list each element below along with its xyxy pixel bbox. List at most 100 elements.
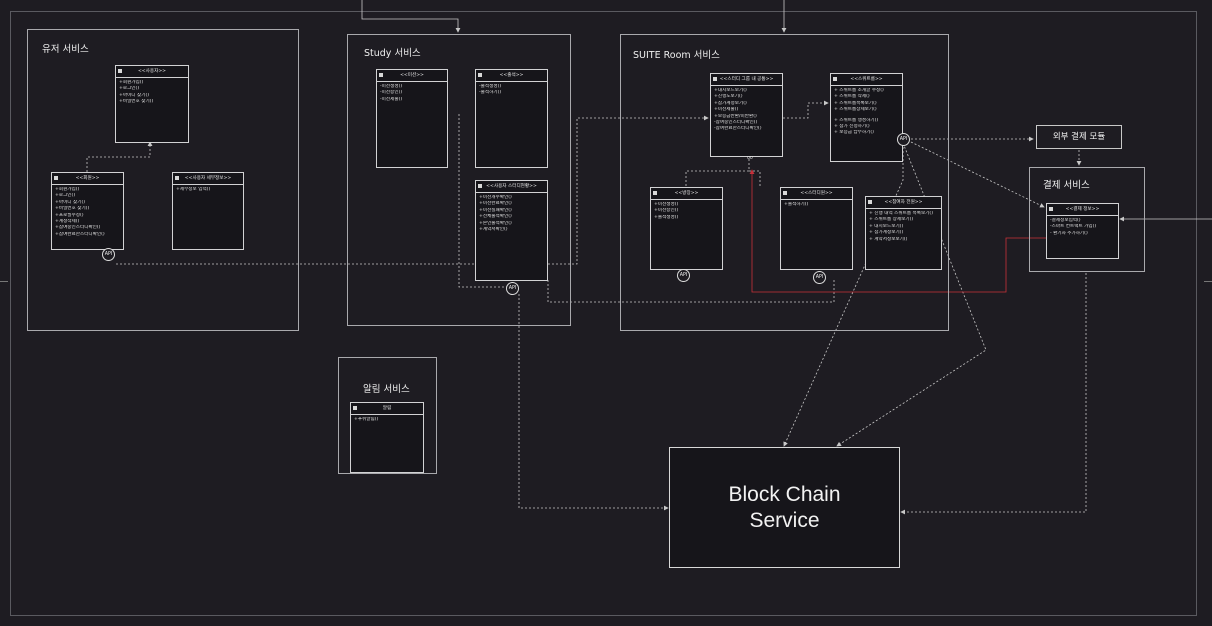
method-row: +회원가입() bbox=[55, 187, 80, 192]
method-row: -참여완료한스터디확인() bbox=[714, 126, 762, 132]
method-row: +미션제출() bbox=[714, 107, 739, 113]
class-icon bbox=[783, 191, 787, 195]
method-row: +회원가입() bbox=[119, 80, 144, 85]
class-icon bbox=[713, 77, 717, 81]
class-group-common: <<스터디 그룹 내 공통>> +대시보드보기() +진행도보기() +참가계정… bbox=[710, 73, 783, 157]
class-icon bbox=[653, 191, 657, 195]
connector-common-suite bbox=[783, 100, 829, 119]
method-row: +로그인() bbox=[119, 86, 140, 92]
method-row: +출석생성() bbox=[654, 214, 679, 220]
class-user-actor-header: <<사용자>> bbox=[116, 66, 188, 78]
api-endpoint-user[interactable]: API bbox=[102, 248, 115, 261]
method-row: + 참가 신청하기() bbox=[834, 124, 870, 130]
method-row: +프로필수정() bbox=[55, 212, 84, 218]
external-payment-label: 외부 결제 모듈 bbox=[1052, 132, 1106, 142]
connector-payment-highlight bbox=[749, 169, 1046, 293]
method-row: + 진행 내역 스위트룸 목록보기() bbox=[869, 211, 933, 216]
class-mission-header: <<미션>> bbox=[377, 70, 447, 82]
method-row: +본인출석확인() bbox=[479, 220, 512, 226]
api-endpoint-study[interactable]: API bbox=[506, 282, 519, 295]
class-icon bbox=[868, 200, 872, 204]
class-icon bbox=[118, 69, 122, 73]
method-row: + 스위트룸 상세보기() bbox=[869, 217, 914, 223]
method-row: +미션완료확인() bbox=[479, 201, 512, 207]
class-group-common-header: <<스터디 그룹 내 공통>> bbox=[711, 74, 782, 86]
study-service-title: Study 서비스 bbox=[364, 48, 421, 59]
class-attendance-header: <<출석>> bbox=[476, 70, 547, 82]
method-row: +아이디 찾기() bbox=[55, 199, 86, 205]
connector-study-loop bbox=[458, 113, 512, 288]
method-row: +미션실패확인() bbox=[479, 207, 512, 213]
method-row: -미션제출() bbox=[380, 96, 403, 102]
method-row: +참여중인스터디확인() bbox=[55, 225, 101, 231]
class-member-study: <<사용자 스터디현황>> +미션개수확인() +미션완료확인() +미션실패확… bbox=[475, 180, 548, 281]
class-host: <<방장>> +미션생성() +미션승인() +출석생성() bbox=[650, 187, 723, 270]
api-endpoint-suite-room[interactable]: API bbox=[897, 133, 910, 146]
class-member-header: <<회원>> bbox=[52, 173, 123, 185]
class-user-actor: <<사용자>> +회원가입() +로그인() +아이디 찾기() +비밀번호 찾… bbox=[115, 65, 189, 143]
method-row: + 대시보드보기() bbox=[869, 223, 904, 229]
suite-room-service-title: SUITE Room 서비스 bbox=[633, 50, 720, 61]
class-alarm: 알림 +푸쉬알림() bbox=[350, 402, 424, 473]
method-row: +비밀번호 찾기() bbox=[55, 206, 90, 212]
method-row: + 스위트룸 생성하기() bbox=[834, 117, 879, 123]
payment-service-title: 결제 서비스 bbox=[1043, 180, 1090, 191]
page-frame bbox=[10, 11, 1197, 616]
method-row: +계약서확인() bbox=[479, 227, 508, 233]
method-row: +미션승인() bbox=[654, 208, 679, 214]
user-service-title: 유저 서비스 bbox=[42, 44, 89, 55]
class-pre-join-header: <<참여자 전원>> bbox=[866, 197, 941, 209]
class-mission: <<미션>> -미션생성() -미션승인() -미션제출() bbox=[376, 69, 448, 168]
blockchain-service-title: Block Chain Service bbox=[728, 482, 841, 532]
method-row: -출석생성() bbox=[479, 84, 502, 89]
class-payment-info-header: <<결제 정보>> bbox=[1047, 204, 1118, 216]
class-icon bbox=[379, 73, 383, 77]
class-host-header: <<방장>> bbox=[651, 188, 722, 200]
method-row: +진행도보기() bbox=[714, 94, 743, 100]
class-payment-info: <<결제 정보>> -결제정보입력() -스마트 컨트랙트 가입() - 환기자… bbox=[1046, 203, 1119, 259]
connector-top-study bbox=[361, 0, 461, 33]
api-endpoint-host[interactable]: API bbox=[677, 269, 690, 282]
class-suite-room-header: <<스위트룸>> bbox=[831, 74, 902, 86]
method-row: + 계약서정보보기() bbox=[869, 236, 908, 242]
connector-member-common bbox=[749, 170, 761, 186]
class-suite-room: <<스위트룸>> + 스위트룸 소개글 수정() + 스위트룸 삭제() + 스… bbox=[830, 73, 903, 162]
connector-study-api-bc bbox=[518, 294, 669, 511]
class-alarm-header: 알림 bbox=[351, 403, 423, 415]
method-row: +참여완료한스터디확인() bbox=[55, 231, 105, 237]
class-icon bbox=[54, 176, 58, 180]
class-icon bbox=[478, 184, 482, 188]
method-row: +비밀번호 찾기() bbox=[119, 99, 154, 105]
edge-marker-left bbox=[0, 281, 8, 282]
method-row: +참가계정보기() bbox=[714, 100, 747, 106]
method-row: +보증금반환/미반환() bbox=[714, 113, 757, 119]
class-icon bbox=[833, 77, 837, 81]
method-row: + 스위트룸상세보기() bbox=[834, 107, 877, 113]
class-user-detail-header: <<사용자 세부정보>> bbox=[173, 173, 243, 185]
connector-study-suite bbox=[547, 279, 835, 303]
class-pre-join: <<참여자 전원>> + 진행 내역 스위트룸 목록보기() + 스위트룸 상세… bbox=[865, 196, 942, 270]
api-endpoint-study-member[interactable]: API bbox=[813, 271, 826, 284]
connector-user-api-suite bbox=[116, 115, 709, 265]
suite-room-service-group bbox=[620, 34, 949, 331]
method-row: + 스위트룸 삭제() bbox=[834, 94, 870, 100]
class-icon bbox=[478, 73, 482, 77]
connector-member-useractor bbox=[86, 141, 153, 172]
method-row: +미션생성() bbox=[654, 202, 679, 207]
method-row: -미션승인() bbox=[380, 90, 403, 96]
connector-host-bc bbox=[783, 143, 904, 447]
method-row: +대시보드보기() bbox=[714, 88, 747, 93]
multiplicity-label: 00 bbox=[747, 156, 753, 161]
method-row: +계정삭제() bbox=[55, 219, 80, 225]
blockchain-service-box: Block Chain Service bbox=[669, 447, 900, 568]
method-row: +미션개수확인() bbox=[479, 195, 512, 200]
payment-service-group bbox=[1029, 167, 1145, 272]
method-row: +아이디 찾기() bbox=[119, 92, 150, 98]
connector-suite-api-payment bbox=[910, 141, 1045, 208]
method-row: +로그인() bbox=[55, 193, 76, 199]
class-icon bbox=[175, 176, 179, 180]
edge-marker-right bbox=[1204, 281, 1212, 282]
method-row: - 환기자 추가하기() bbox=[1050, 230, 1088, 236]
method-row: -결제정보입력() bbox=[1050, 218, 1081, 223]
